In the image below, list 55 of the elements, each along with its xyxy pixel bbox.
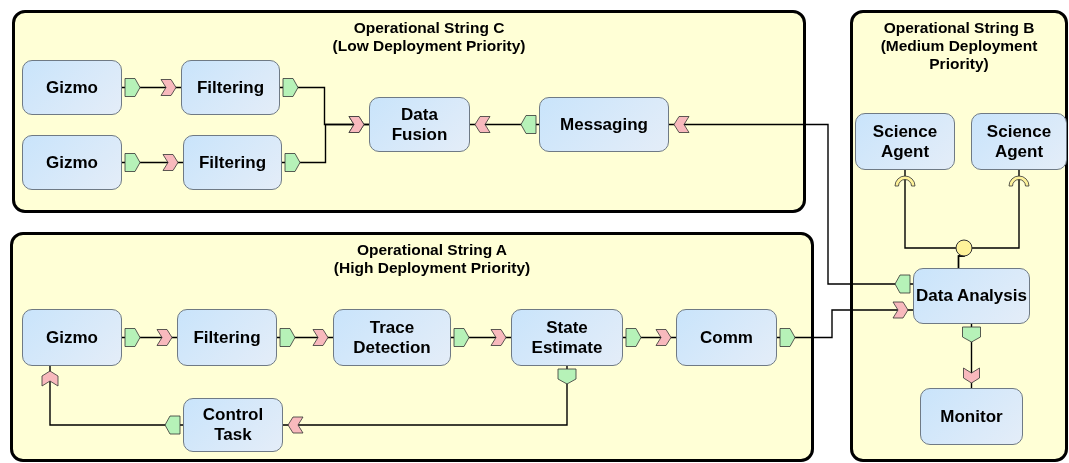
component-label: Messaging (560, 114, 648, 135)
group-title: Operational String B (882, 19, 1036, 37)
component-label: Data Fusion (390, 104, 449, 145)
component-label: Science Agent (985, 121, 1053, 162)
port-connector (121, 78, 182, 97)
group-panel (10, 232, 814, 462)
port-connector (962, 323, 981, 389)
component-label: Gizmo (46, 152, 98, 173)
group-panel (850, 10, 1068, 462)
component-box (181, 60, 280, 115)
port-connector (41, 365, 184, 435)
component-box (333, 309, 451, 366)
component-box (676, 309, 777, 366)
component-box (177, 309, 277, 366)
component-label: Filtering (196, 77, 265, 98)
component-label: Trace Detection (352, 317, 432, 358)
port-connector (281, 116, 370, 172)
component-box (22, 309, 122, 366)
component-box (539, 97, 669, 152)
port-connector (282, 365, 577, 434)
component-label: Filtering (193, 327, 261, 348)
group-title: Operational String C (352, 19, 506, 37)
component-label: Comm (700, 327, 753, 348)
component-box (183, 398, 283, 452)
port-connector (450, 328, 512, 347)
port-connector (276, 328, 334, 347)
component-label: Control Task (201, 405, 265, 445)
group-subtitle: (Low Deployment Priority) (331, 37, 527, 55)
port-connector (776, 301, 914, 347)
component-box (855, 113, 955, 170)
component-box (183, 135, 282, 190)
component-label: State Estimate (530, 317, 604, 358)
port-connector (121, 153, 184, 172)
component-label: Science Agent (871, 121, 939, 162)
component-box (511, 309, 623, 366)
component-label: Monitor (940, 406, 1003, 427)
component-box (22, 60, 122, 115)
port-connector (469, 115, 540, 134)
component-label: Filtering (198, 152, 267, 173)
group-title: Operational String A (355, 241, 509, 259)
component-label: Data Analysis (916, 286, 1027, 306)
component-box (920, 388, 1023, 445)
port-connector (121, 328, 178, 347)
group-subtitle: (Medium Deployment Priority) (879, 37, 1039, 73)
component-box (22, 135, 122, 190)
component-label: Gizmo (46, 77, 98, 98)
port-connector (668, 116, 914, 294)
component-box (971, 113, 1067, 170)
interface-connector (957, 169, 1030, 269)
group-subtitle: (High Deployment Priority) (332, 259, 532, 277)
component-box (369, 97, 470, 152)
component-label: Gizmo (46, 327, 98, 348)
component-box (913, 268, 1030, 324)
group-panel (12, 10, 806, 213)
port-connector (622, 328, 677, 347)
